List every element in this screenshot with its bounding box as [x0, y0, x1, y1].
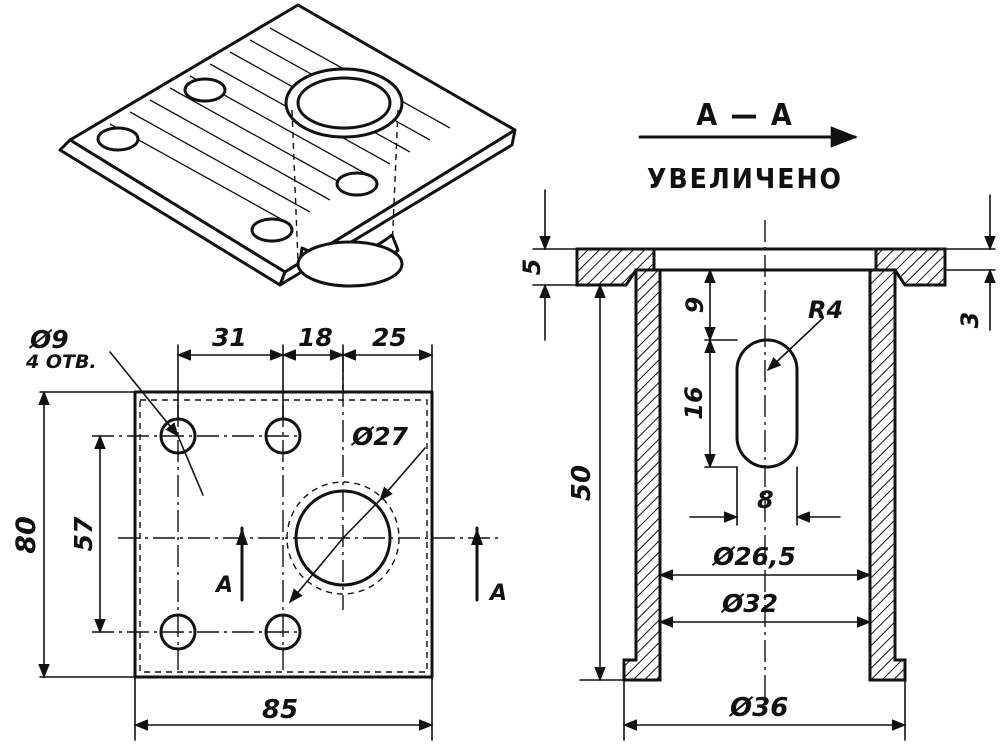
iso-hole-3	[335, 171, 379, 197]
iso-hole-4	[250, 217, 294, 243]
dim-3: 3	[956, 312, 984, 329]
section-view: A — A УВЕЛИЧЕНО	[518, 98, 996, 741]
dim-16: 16	[680, 386, 708, 419]
plan-view: Ø9 4 ОТВ. 31 18 25 Ø27 80 57 85 A A	[11, 323, 507, 741]
slot-radius-label: R4	[808, 296, 843, 324]
flange-right-section	[577, 247, 947, 287]
hole-dia-label: Ø9	[28, 325, 69, 354]
section-title: A — A	[696, 98, 794, 133]
mid-dia-label: Ø32	[720, 589, 778, 618]
outer-dia-label: Ø36	[728, 693, 788, 723]
wall-left-section	[622, 268, 662, 682]
slot-outline	[735, 338, 799, 469]
section-subtitle: УВЕЛИЧЕНО	[647, 162, 843, 195]
dim-25: 25	[372, 323, 407, 352]
dim-57: 57	[69, 516, 98, 551]
isometric-sketch	[58, 3, 517, 288]
dim-85: 85	[262, 695, 298, 725]
dim-8: 8	[757, 486, 774, 514]
dim-50: 50	[567, 465, 597, 501]
dim-9: 9	[681, 297, 709, 314]
inner-dia-label: Ø26,5	[711, 542, 796, 571]
iso-hole-2	[96, 126, 140, 152]
section-mark-right: A	[488, 581, 507, 606]
dim-31: 31	[212, 323, 247, 352]
hole-count-label: 4 ОТВ.	[25, 351, 97, 373]
big-hole-dia-label: Ø27	[350, 422, 409, 451]
dim-18: 18	[298, 323, 333, 352]
dim-5: 5	[518, 259, 546, 276]
iso-hole-1	[183, 77, 227, 103]
dim-80: 80	[11, 516, 42, 554]
iso-tube-bottom	[296, 240, 404, 288]
wall-right-section	[868, 268, 907, 682]
section-mark-left: A	[214, 573, 233, 598]
